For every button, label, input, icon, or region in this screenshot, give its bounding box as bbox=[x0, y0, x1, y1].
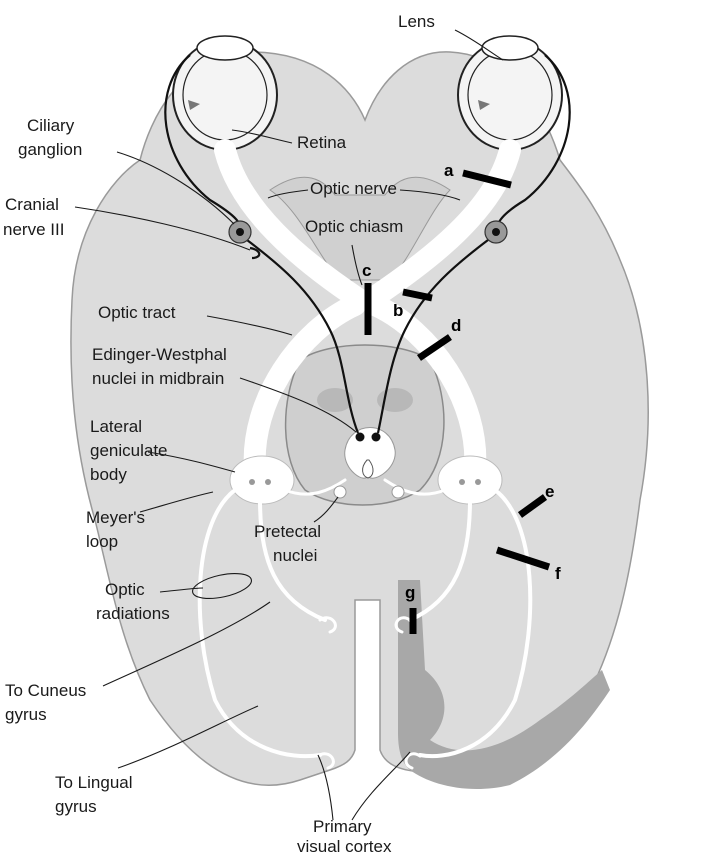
label-cuneus-2: gyrus bbox=[5, 705, 47, 724]
pretectal-nucleus-right bbox=[391, 485, 405, 499]
label-ciliary-2: ganglion bbox=[18, 140, 82, 159]
lesion-bar-b bbox=[402, 288, 433, 302]
lesion-label-e: e bbox=[545, 482, 554, 501]
label-visual-cortex-2: visual cortex bbox=[297, 837, 392, 855]
optic-radiation-right-inner bbox=[408, 498, 472, 622]
optic-tract-left bbox=[243, 294, 366, 481]
label-optic-rad-2: radiations bbox=[96, 604, 170, 623]
cerebral-peduncle-left bbox=[317, 388, 353, 412]
label-pretectal-1: Pretectal bbox=[254, 522, 321, 541]
lateral-geniculate-right bbox=[437, 455, 503, 505]
lateral-geniculate-left bbox=[229, 455, 295, 505]
optic-radiation-right-outer bbox=[418, 488, 533, 759]
lesion-bar-d bbox=[417, 334, 452, 361]
lesion-label-a: a bbox=[444, 161, 454, 180]
optic-radiation-left-inner bbox=[258, 498, 327, 622]
label-cranial-1: Cranial bbox=[5, 195, 59, 214]
edinger-westphal-left bbox=[355, 432, 365, 442]
frontal-gyri bbox=[269, 176, 451, 281]
label-optic-rad-1: Optic bbox=[105, 580, 145, 599]
optic-radiation-left-outer bbox=[197, 488, 322, 759]
lesion-label-g: g bbox=[405, 583, 415, 602]
label-lgb-2: geniculate bbox=[90, 441, 168, 460]
label-retina: Retina bbox=[297, 133, 347, 152]
pretectal-nucleus-left bbox=[333, 485, 347, 499]
midbrain bbox=[284, 344, 445, 506]
lesion-bar-a bbox=[462, 169, 512, 189]
lesion-label-f: f bbox=[555, 564, 561, 583]
edinger-westphal-right bbox=[371, 432, 381, 442]
lesion-label-c: c bbox=[362, 261, 371, 280]
eye-left bbox=[172, 35, 278, 151]
label-lingual-2: gyrus bbox=[55, 797, 97, 816]
optic-tract-right bbox=[364, 294, 487, 481]
label-lens: Lens bbox=[398, 12, 435, 31]
optic-nerve-left bbox=[214, 139, 371, 311]
label-edinger-1: Edinger-Westphal bbox=[92, 345, 227, 364]
label-pretectal-2: nuclei bbox=[273, 546, 317, 565]
label-lgb-1: Lateral bbox=[90, 417, 142, 436]
lesion-label-b: b bbox=[393, 301, 403, 320]
label-optic-tract: Optic tract bbox=[98, 303, 176, 322]
label-lingual-1: To Lingual bbox=[55, 773, 133, 792]
label-meyer-1: Meyer's bbox=[86, 508, 145, 527]
primary-visual-cortex-dark bbox=[398, 580, 610, 790]
label-optic-nerve: Optic nerve bbox=[310, 179, 397, 198]
label-cranial-2: nerve III bbox=[3, 220, 64, 239]
optic-nerve-right bbox=[359, 139, 521, 311]
label-optic-chiasm: Optic chiasm bbox=[305, 217, 403, 236]
pretectal-fibres bbox=[283, 478, 447, 496]
lesion-bar-e bbox=[517, 494, 548, 518]
lesion-label-d: d bbox=[451, 316, 461, 335]
eye-right bbox=[457, 35, 563, 151]
lesion-bar-f bbox=[495, 546, 551, 571]
label-meyer-2: loop bbox=[86, 532, 118, 551]
label-edinger-2: nuclei in midbrain bbox=[92, 369, 224, 388]
label-ciliary-1: Ciliary bbox=[27, 116, 75, 135]
label-visual-cortex-1: Primary bbox=[313, 817, 372, 836]
label-cuneus-1: To Cuneus bbox=[5, 681, 86, 700]
label-lgb-3: body bbox=[90, 465, 127, 484]
